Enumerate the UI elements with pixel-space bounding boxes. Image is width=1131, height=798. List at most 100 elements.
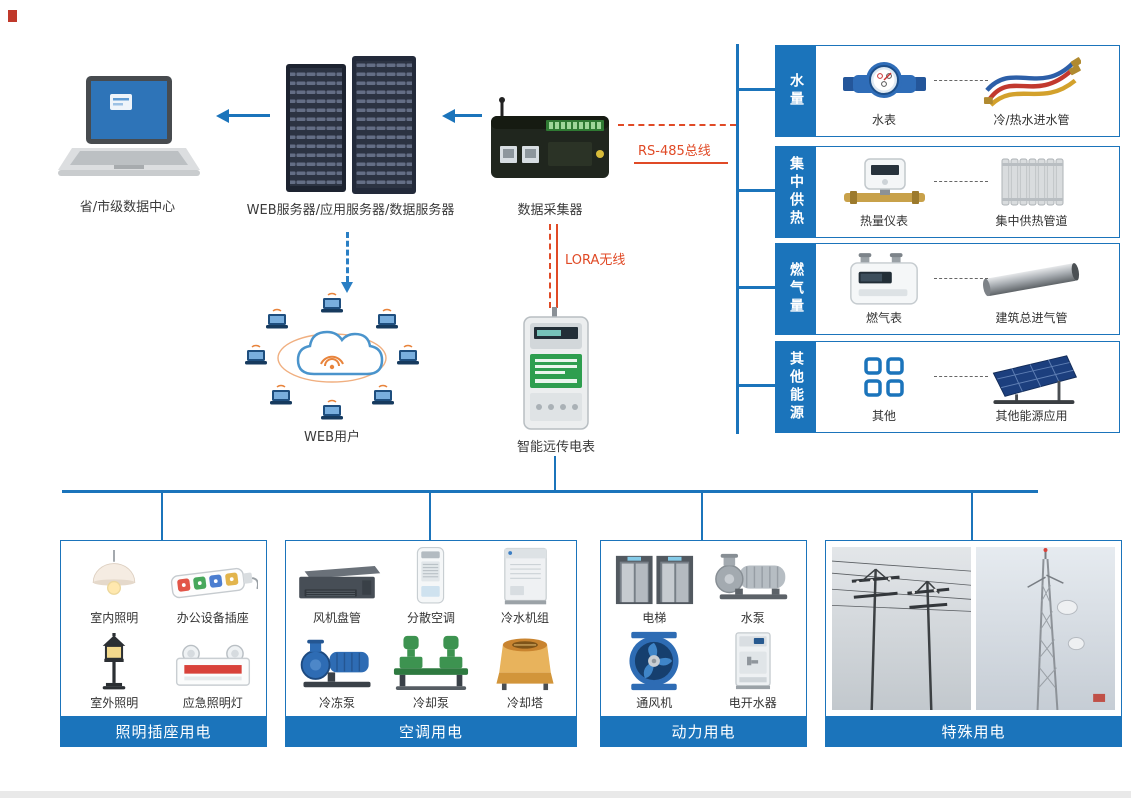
web-users-label: WEB用户 [304,430,360,445]
item-elevator: 电梯 [612,546,697,626]
group-heating-strip: 集中供热 [776,147,816,237]
group-water-body: 水表 冷/热水进水管 [816,46,1119,136]
group-gas-body: 燃气表 [816,244,1119,334]
smart-meter-label: 智能远传电表 [516,440,595,455]
grid-squares-icon [862,350,906,404]
drop-hvac [429,493,431,540]
dashed-connector [934,80,988,81]
group-special-title: 特殊用电 [826,716,1121,746]
servers-label: WEB服务器/应用服务器/数据服务器 [246,203,455,218]
drop-special [971,493,973,540]
cooling-tower-icon [489,631,561,691]
item-label: 建筑总进气管 [995,311,1068,325]
drop-power [701,493,703,540]
group-special-photos [826,541,1121,716]
item-label: 水泵 [740,610,765,625]
item-label: 室外照明 [90,696,139,711]
gas-meter-icon [845,252,923,306]
item-gas-pipe: 建筑总进气管 [948,252,1115,326]
connector-water [739,88,775,91]
item-indoor-lighting: 室内照明 [85,546,143,626]
group-other-body: 其他 其他能源应用 [816,342,1119,432]
fan-coil-icon [292,546,382,606]
server-icon [276,52,424,198]
right-trunk-line [736,44,739,434]
water-pump-icon [710,546,795,606]
arrow-server-to-webusers [341,232,353,293]
power-tower-photo [832,547,971,710]
group-heating-body: 热量仪表 集中供热管道 [816,147,1119,237]
group-hvac-title: 空调用电 [286,716,576,746]
solar-panel-icon [983,350,1081,404]
dashed-connector [934,181,988,182]
collector-icon [486,96,614,182]
item-ventilation-fan: 通风机 [624,631,684,711]
item-chilled-pump: 冷冻泵 [296,631,378,711]
distribution-bus-line [62,490,1038,493]
ventilation-fan-icon [624,631,684,691]
data-center-label: 省/市级数据中心 [79,200,176,215]
connector-heating [739,189,775,192]
item-label: 风机盘管 [312,610,361,625]
item-label: 热量仪表 [859,214,908,228]
item-label: 集中供热管道 [995,214,1068,228]
connector-other [739,384,775,387]
item-label: 冷却塔 [506,696,543,711]
dashed-connector [934,278,988,279]
group-heating-title: 集中供热 [788,156,804,228]
lora-dashed-line [549,224,551,308]
item-water-pump: 水泵 [710,546,795,626]
web-users-cloud-icon [243,292,421,424]
group-hvac-grid: 风机盘管 分散空调 [286,541,576,716]
group-hvac: 风机盘管 分散空调 [285,540,577,747]
item-cooling-pump: 冷却泵 [392,631,470,711]
group-lighting-grid: 室内照明 [61,541,266,716]
item-label: 电梯 [642,610,667,625]
item-label: 应急照明灯 [182,696,243,711]
group-power-title: 动力用电 [601,716,806,746]
item-office-sockets: 办公设备插座 [168,546,258,626]
chilled-pump-icon [296,631,378,691]
item-label: 冷/热水进水管 [993,113,1070,127]
group-other-energy: 其他能源 其他 [775,341,1120,433]
group-water-strip: 水量 [776,46,816,136]
group-other-strip: 其他能源 [776,342,816,432]
heat-meter-icon [842,155,927,209]
item-emergency-light: 应急照明灯 [170,631,256,711]
item-label: 室内照明 [90,610,139,625]
item-cooling-tower: 冷却塔 [489,631,561,711]
item-label: 冷冻泵 [318,696,355,711]
rs485-line [634,162,728,164]
item-label: 冷却泵 [412,696,449,711]
item-water-pipes: 冷/热水进水管 [948,54,1115,128]
group-special: 特殊用电 [825,540,1122,747]
item-label: 办公设备插座 [176,610,249,625]
item-radiator: 集中供热管道 [948,155,1115,229]
watermark-logo [8,10,17,22]
item-label: 冷水机组 [500,610,549,625]
chiller-icon [501,546,550,606]
arrow-collector-to-server [442,108,482,123]
cooling-pump-icon [392,631,470,691]
item-label: 通风机 [636,696,673,711]
arrow-server-to-datacenter [216,108,270,123]
group-gas: 燃气量 燃气表 [775,243,1120,335]
item-other: 其他 [820,350,948,424]
water-hoses-icon [983,54,1081,108]
gas-pipe-icon [982,252,1081,306]
portable-ac-icon [412,546,449,606]
lora-line [556,224,558,308]
group-gas-title: 燃气量 [788,262,804,316]
radiator-icon [999,155,1065,209]
rs485-label: RS-485总线 [638,144,711,159]
item-outdoor-lighting: 室外照明 [90,631,138,711]
lora-label: LORA无线 [565,253,626,268]
group-lighting: 室内照明 [60,540,267,747]
group-water: 水量 水表 [775,45,1120,137]
item-gas-meter: 燃气表 [820,252,948,326]
water-meter-icon [842,54,927,108]
item-label: 水表 [871,113,896,127]
item-chiller: 冷水机组 [501,546,550,626]
connector-gas [739,286,775,289]
